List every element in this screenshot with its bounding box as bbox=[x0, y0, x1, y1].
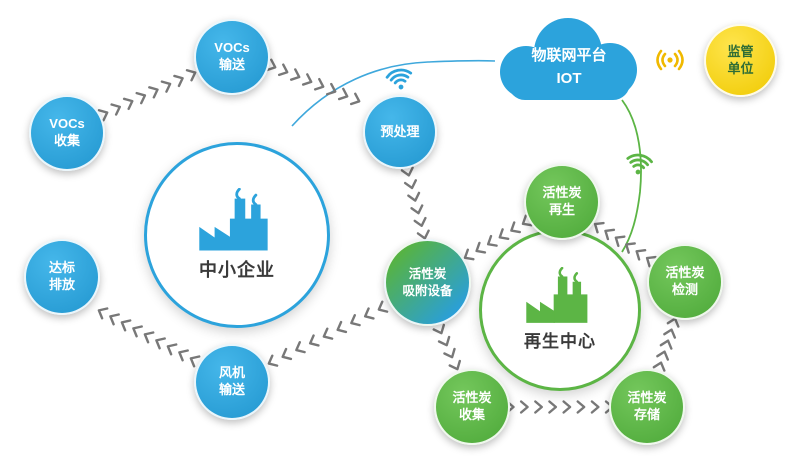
node-label: 单位 bbox=[727, 60, 754, 76]
node-carbon-test: 活性炭 检测 bbox=[647, 244, 723, 320]
cloud-label: 物联网平台 IOT bbox=[486, 14, 652, 108]
node-label: 再生 bbox=[548, 202, 575, 217]
node-label: 活性炭 bbox=[627, 390, 667, 406]
node-label: 输送 bbox=[218, 57, 245, 72]
node-label: 吸附设备 bbox=[402, 283, 453, 298]
node-label: 输送 bbox=[218, 382, 245, 397]
node-label: 预处理 bbox=[380, 123, 420, 139]
node-label: VOCs bbox=[214, 40, 250, 56]
node-label: 活性炭 bbox=[452, 390, 492, 406]
hub-label: 再生中心 bbox=[524, 331, 596, 351]
node-label: 收集 bbox=[53, 133, 80, 148]
node-enterprise-hub: 中小企业 bbox=[144, 142, 330, 328]
node-label: 监管 bbox=[727, 43, 754, 59]
factory-icon bbox=[194, 188, 280, 254]
node-regen-center-hub: 再生中心 bbox=[479, 229, 641, 391]
node-adsorption: 活性炭 吸附设备 bbox=[384, 239, 471, 326]
factory-icon bbox=[522, 267, 598, 326]
wifi-icon-blue bbox=[385, 68, 413, 90]
node-label: 活性炭 bbox=[542, 185, 582, 201]
node-label: 风机 bbox=[218, 365, 245, 381]
node-pretreatment: 预处理 bbox=[363, 95, 437, 169]
hub-label: 中小企业 bbox=[199, 259, 275, 280]
node-carbon-store: 活性炭 存储 bbox=[609, 369, 685, 445]
node-label: 活性炭 bbox=[665, 265, 705, 281]
cloud-to-regen-curve bbox=[621, 99, 642, 253]
node-label: 达标 bbox=[48, 260, 75, 276]
node-carbon-collect: 活性炭 收集 bbox=[434, 369, 510, 445]
node-label: 活性炭 bbox=[408, 267, 447, 282]
cloud-label-line1: 物联网平台 bbox=[531, 46, 607, 64]
node-label: 存储 bbox=[633, 407, 660, 422]
node-iot-cloud: 物联网平台 IOT bbox=[486, 14, 652, 108]
wifi-icon-green bbox=[626, 153, 653, 175]
node-carbon-regen: 活性炭 再生 bbox=[524, 164, 600, 240]
node-label: 检测 bbox=[671, 282, 698, 297]
node-regulator: 监管 单位 bbox=[704, 24, 777, 97]
node-vocs-collect: VOCs 收集 bbox=[29, 95, 105, 171]
node-label: 排放 bbox=[48, 277, 75, 292]
node-discharge: 达标 排放 bbox=[24, 239, 100, 315]
node-label: VOCs bbox=[49, 116, 85, 132]
node-label: 收集 bbox=[458, 407, 485, 422]
node-fan-transport: 风机 输送 bbox=[194, 344, 270, 420]
node-vocs-transport: VOCs 输送 bbox=[194, 19, 270, 95]
broadcast-icon-yellow bbox=[656, 49, 684, 71]
enterprise-to-cloud-curve bbox=[291, 59, 496, 127]
cloud-label-line2: IOT bbox=[556, 70, 582, 87]
cloud-shape-icon bbox=[500, 18, 637, 100]
